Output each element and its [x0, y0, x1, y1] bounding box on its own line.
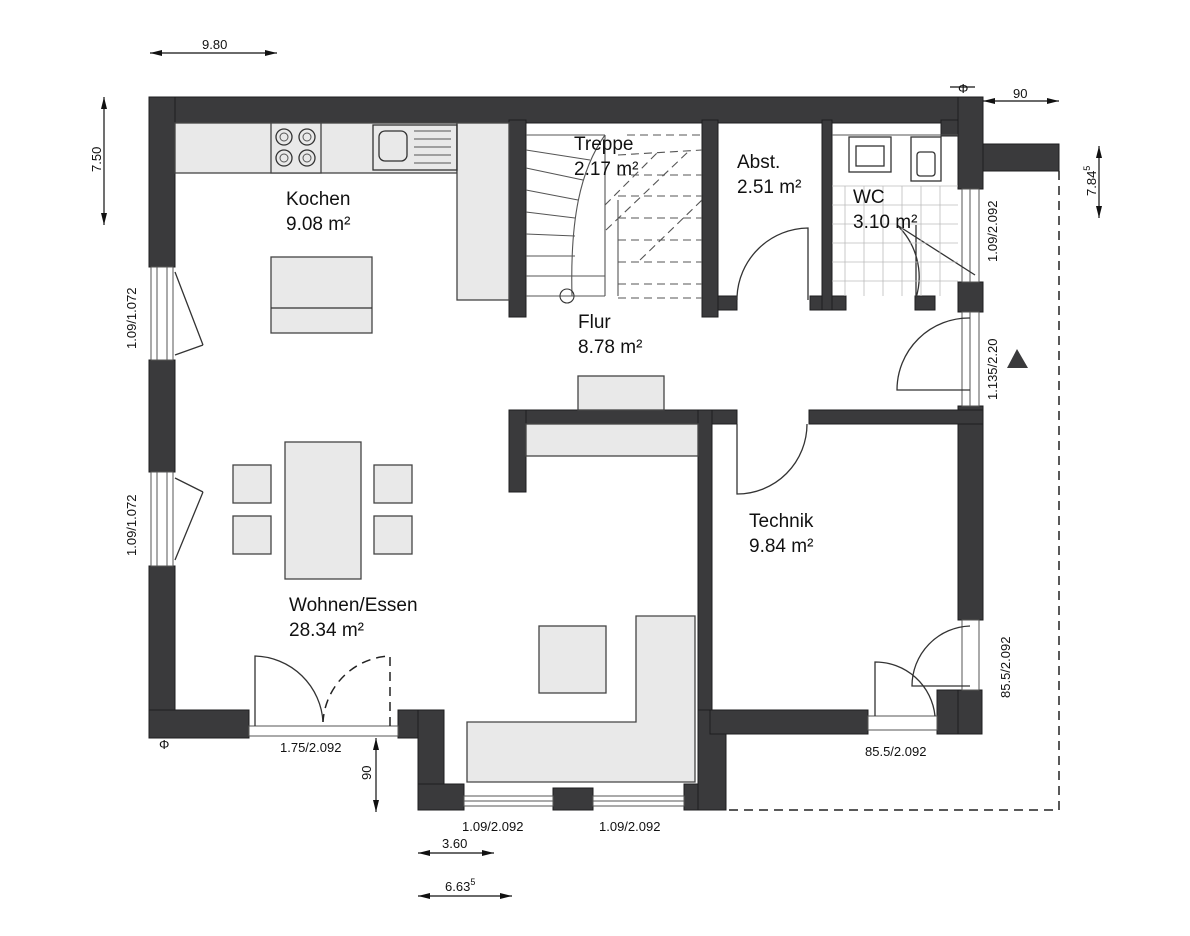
room-name-wohnen: Wohnen/Essen [289, 595, 418, 616]
svg-text:Φ: Φ [159, 737, 169, 752]
opening-bay-left: 1.09/2.092 [462, 819, 523, 834]
room-name-treppe: Treppe [574, 134, 634, 155]
dimension-lines [101, 50, 1102, 899]
room-area-treppe: 2.17 m² [574, 159, 638, 180]
opening-left-upper: 1.09/1.072 [124, 288, 139, 349]
entrance-arrow-icon [1007, 349, 1028, 368]
room-area-flur: 8.78 m² [578, 337, 642, 358]
room-area-technik: 9.84 m² [749, 536, 813, 557]
room-area-wohnen: 28.34 m² [289, 620, 364, 641]
dim-bay-offset: 6.635 [445, 877, 475, 894]
kitchen-furniture [174, 122, 510, 334]
toilet-icon [910, 136, 942, 182]
section-mark-bottom: Φ [159, 737, 169, 752]
opening-bay-right: 1.09/2.092 [599, 819, 660, 834]
room-name-technik: Technik [749, 511, 814, 532]
dim-right-height: 7.845 [1082, 166, 1099, 196]
staircase [525, 134, 703, 304]
washbasin-icon [848, 136, 892, 173]
dim-right-offset: 90 [1013, 86, 1027, 101]
room-area-wc: 3.10 m² [853, 212, 917, 233]
dim-left-height: 7.50 [89, 147, 104, 172]
room-name-wc: WC [853, 187, 885, 208]
opening-left-lower: 1.09/1.072 [124, 495, 139, 556]
room-area-abst: 2.51 m² [737, 177, 801, 198]
opening-technik-side: 85.5/2.092 [998, 637, 1013, 698]
room-name-kochen: Kochen [286, 189, 350, 210]
dim-top-width: 9.80 [202, 37, 227, 52]
opening-wc-window: 1.09/2.092 [985, 201, 1000, 262]
dim-bay-width: 3.60 [442, 836, 467, 851]
svg-text:Φ: Φ [958, 81, 968, 96]
opening-technik-rear: 85.5/2.092 [865, 744, 926, 759]
dim-bottom-offset: 90 [359, 766, 374, 780]
door-swings [174, 224, 976, 726]
wc-fixtures [832, 134, 958, 296]
section-mark-top: Φ [950, 81, 975, 96]
window-frames [150, 188, 980, 807]
room-name-abst: Abst. [737, 152, 780, 173]
living-furniture [232, 375, 699, 783]
opening-terrace-door: 1.75/2.092 [280, 740, 341, 755]
walls [148, 96, 1060, 811]
room-labels: Kochen 9.08 m² Treppe 2.17 m² Abst. 2.51… [286, 134, 917, 641]
room-name-flur: Flur [578, 312, 611, 333]
room-area-kochen: 9.08 m² [286, 214, 350, 235]
sink-icon [372, 124, 458, 171]
opening-entrance-door: 1.135/2.20 [985, 339, 1000, 400]
terrace-outline [726, 171, 1060, 811]
dimension-labels: 9.80 7.50 90 7.845 90 3.60 6.635 1.09/1.… [89, 37, 1099, 894]
